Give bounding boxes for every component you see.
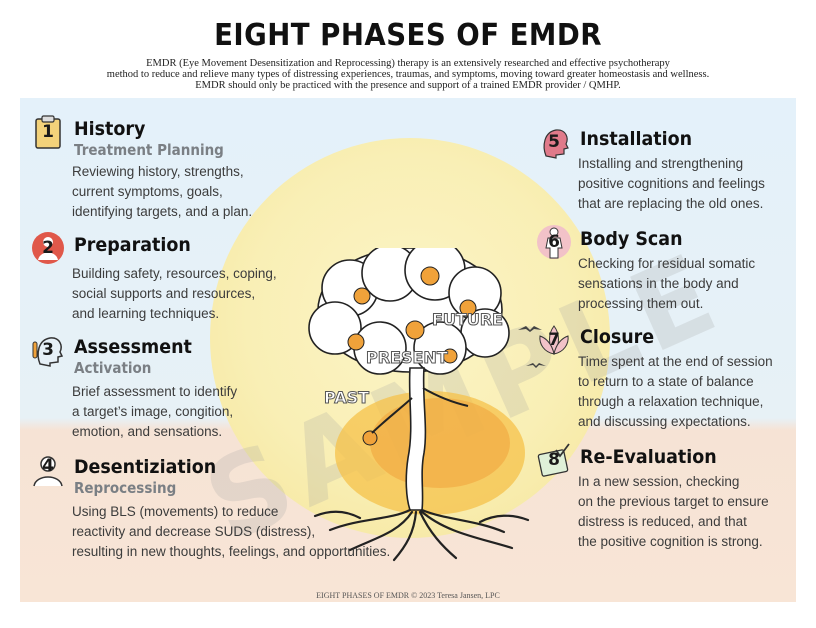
- description-line: on the previous target to ensure: [578, 494, 769, 509]
- description-line: positive cognitions and feelings: [578, 176, 765, 191]
- label-past: PAST: [323, 388, 370, 408]
- phase-5: 5 Installation Installing and strengthen…: [536, 124, 806, 219]
- fruit-group: [347, 266, 477, 446]
- description-line: a target’s image, congition,: [72, 404, 234, 419]
- description-line: the positive cognition is strong.: [578, 534, 763, 549]
- subtitle-line: EMDR should only be practiced with the p…: [195, 80, 621, 91]
- phase-number: 3: [42, 340, 54, 360]
- description-line: reactivity and decrease SUDS (distress),: [72, 524, 316, 539]
- phase-4: 4 Desentiziation Reprocessing Using BLS …: [30, 452, 450, 567]
- tree-illustration: [308, 248, 546, 562]
- subtitle-line: method to reduce and relieve many types …: [106, 69, 710, 80]
- checklist-icon: [537, 443, 570, 477]
- clipboard-icon: [35, 115, 61, 149]
- description-line: identifying targets, and a plan.: [72, 204, 253, 219]
- phase-number: 1: [42, 122, 54, 142]
- page-subtitle: EMDR (Eye Movement Desensitization and R…: [0, 58, 816, 91]
- phase-title: Assessment: [74, 336, 192, 358]
- phase-title: Installation: [580, 128, 693, 150]
- description-line: social supports and resources,: [72, 286, 256, 301]
- phase-description: Checking for residual somatic sensations…: [578, 254, 755, 314]
- subtitle-line: EMDR (Eye Movement Desensitization and R…: [146, 58, 670, 69]
- description-line: Checking for residual somatic: [578, 256, 756, 271]
- phase-number: 6: [548, 232, 560, 252]
- description-line: current symptoms, goals,: [72, 184, 223, 199]
- phase-2: 2 Preparation Building safety, resources…: [30, 230, 390, 325]
- person-icon: [32, 232, 64, 264]
- phase-title: Closure: [580, 326, 655, 348]
- description-line: resulting in new thoughts, feelings, and…: [72, 544, 391, 559]
- phase-3: 3 Assessment Activation Brief assessment…: [30, 332, 390, 442]
- branch: [371, 397, 413, 434]
- label-present: PRESENT: [366, 348, 449, 368]
- phase-subtitle: Treatment Planning: [74, 141, 224, 159]
- description-line: distress is reduced, and that: [578, 514, 747, 529]
- phase-number: 2: [42, 238, 54, 258]
- phase-6: 6 Body Scan Checking for residual somati…: [536, 224, 806, 319]
- page-title: EIGHT PHASES OF EMDR: [214, 18, 602, 53]
- roots: [313, 508, 530, 562]
- description-line: through a relaxation technique,: [578, 394, 764, 409]
- description-line: and learning techniques.: [72, 306, 220, 321]
- phase-number: 8: [548, 450, 560, 470]
- phase-number: 4: [42, 456, 54, 476]
- phase-description: Building safety, resources, coping, soci…: [72, 264, 277, 324]
- description-line: Building safety, resources, coping,: [72, 266, 277, 281]
- phase-description: Time spent at the end of session to retu…: [578, 352, 773, 432]
- description-line: Brief assessment to identify: [72, 384, 238, 399]
- head-profile-icon: [32, 337, 64, 367]
- person-outline-icon: [33, 456, 63, 487]
- description-line: to return to a state of balance: [578, 374, 754, 389]
- phase-description: Installing and strengthening positive co…: [578, 154, 765, 214]
- description-line: Time spent at the end of session: [578, 354, 773, 369]
- head-profile-icon: [543, 129, 569, 159]
- phase-number: 5: [548, 132, 560, 152]
- phase-title: Body Scan: [580, 228, 683, 250]
- phase-title: Re-Evaluation: [580, 446, 717, 468]
- phase-description: In a new session, checking on the previo…: [578, 472, 769, 552]
- description-line: emotion, and sensations.: [72, 424, 223, 439]
- glow-shape: [370, 398, 510, 488]
- label-future: FUTURE: [431, 310, 504, 330]
- description-line: sensations in the body and: [578, 276, 739, 291]
- phase-title: Preparation: [74, 234, 191, 256]
- phase-1: 1 History Treatment Planning Reviewing h…: [30, 114, 390, 224]
- lotus-icon: [539, 325, 569, 355]
- phase-8: 8 Re-Evaluation In a new session, checki…: [536, 442, 806, 557]
- footer-copyright: EIGHT PHASES OF EMDR © 2023 Teresa Janse…: [316, 591, 500, 600]
- description-line: processing them out.: [578, 296, 704, 311]
- description-line: Using BLS (movements) to reduce: [72, 504, 279, 519]
- description-line: Reviewing history, strengths,: [72, 164, 244, 179]
- phase-description: Reviewing history, strengths, current sy…: [72, 162, 252, 222]
- phase-title: History: [74, 118, 146, 140]
- phase-description: Brief assessment to identify a target’s …: [72, 382, 237, 442]
- phase-number: 7: [548, 330, 560, 350]
- phase-subtitle: Activation: [74, 359, 152, 377]
- phase-description: Using BLS (movements) to reduce reactivi…: [72, 502, 390, 562]
- phase-title: Desentiziation: [74, 456, 217, 478]
- description-line: that are replacing the old ones.: [578, 196, 764, 211]
- phase-7: 7 Closure Time spent at the end of sessi…: [536, 322, 806, 437]
- description-line: and discussing expectations.: [578, 414, 751, 429]
- phase-subtitle: Reprocessing: [74, 479, 177, 497]
- branch: [422, 387, 469, 407]
- birds: [518, 326, 546, 368]
- description-line: In a new session, checking: [578, 474, 740, 489]
- body-icon: [537, 225, 571, 259]
- description-line: Installing and strengthening: [578, 156, 744, 171]
